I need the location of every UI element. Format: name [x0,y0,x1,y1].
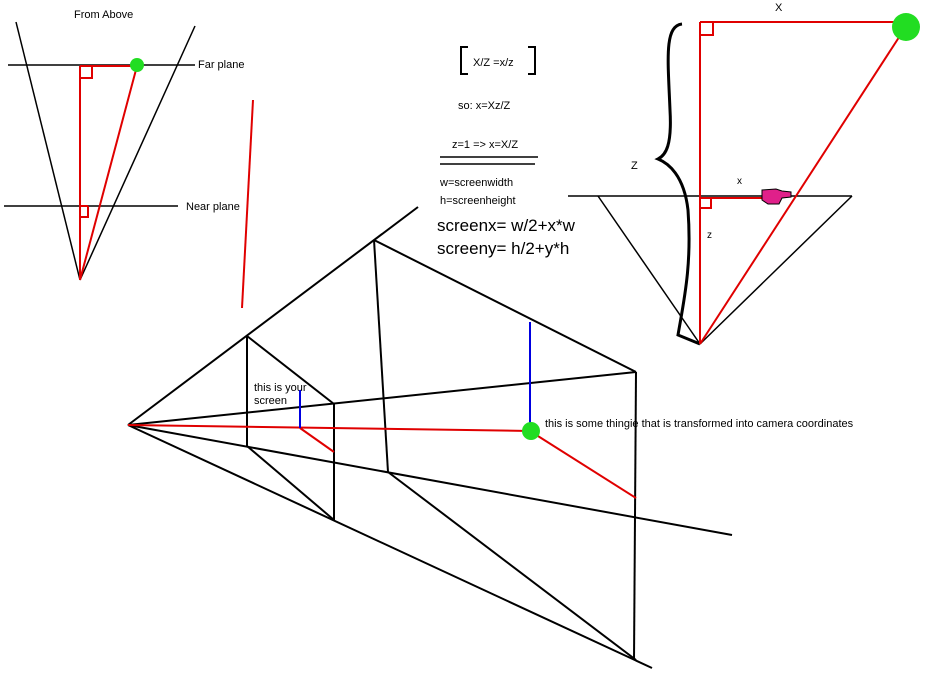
right-angle-far [80,66,93,79]
small-z-label: z [707,230,712,241]
formula-unit: z=1 => x=X/Z [452,139,518,151]
frustum-top-edge [127,206,419,426]
z-brace [654,22,701,346]
frustum-lower-mid-edge [127,424,733,536]
big-z-label: Z [631,160,638,172]
frustum-right-side [699,195,853,345]
frustum-right-edge [79,25,196,281]
bracket-left [460,46,468,75]
object-point-dot [892,13,920,41]
far-plane-front-edge [633,371,637,661]
red-stroke [241,99,254,309]
far-point-dot [130,58,144,72]
far-plane-back-edge [373,239,389,473]
right-angle-top [700,22,714,36]
formula-screen-x: screenx= w/2+x*w [437,216,576,235]
screen-label-line2: screen [254,395,287,407]
object-label: this is some thingie that is transformed… [545,418,854,430]
formula-height: h=screenheight [440,195,516,207]
screen-label-line1: this is your [254,382,307,394]
far-plane-top-edge [373,239,637,373]
frustum-left-side [597,195,701,345]
formula-block: X/Z =x/z so: x=Xz/Z z=1 => x=X/Z w=scree… [437,46,576,258]
perspective-diagram: this is your screen this is some thingie… [127,206,854,669]
formula-screen-y: screeny= h/2+y*h [437,239,569,258]
screen-bottom-edge [246,445,335,521]
right-angle-screen [700,198,712,209]
top-view-title: From Above [74,9,133,21]
top-view-diagram: From Above Far plane Near plane [4,9,244,281]
side-view-diagram: X Z x z [568,2,920,346]
formula-solve: so: x=Xz/Z [458,100,511,112]
far-plane-bottom-edge [387,471,637,661]
near-plane-label: Near plane [186,201,240,213]
bracket-right [528,46,536,75]
screen-projection-ray [299,427,335,453]
screen-top-edge [246,335,335,405]
frustum-left-edge [15,21,81,281]
object-ray [699,27,906,345]
object-depth-ray [529,430,637,499]
projection-ray [79,65,138,281]
far-plane-label: Far plane [198,59,244,71]
small-x-label: x [737,176,742,187]
big-x-label: X [775,2,783,14]
right-angle-near [80,206,89,218]
pointing-hand-icon [761,188,792,205]
formula-ratio: X/Z =x/z [473,57,514,69]
transformed-object-dot [522,422,540,440]
formula-width: w=screenwidth [439,177,513,189]
frustum-mid-edge [127,371,637,426]
frustum-bottom-edge [127,424,653,669]
view-ray [127,424,531,432]
